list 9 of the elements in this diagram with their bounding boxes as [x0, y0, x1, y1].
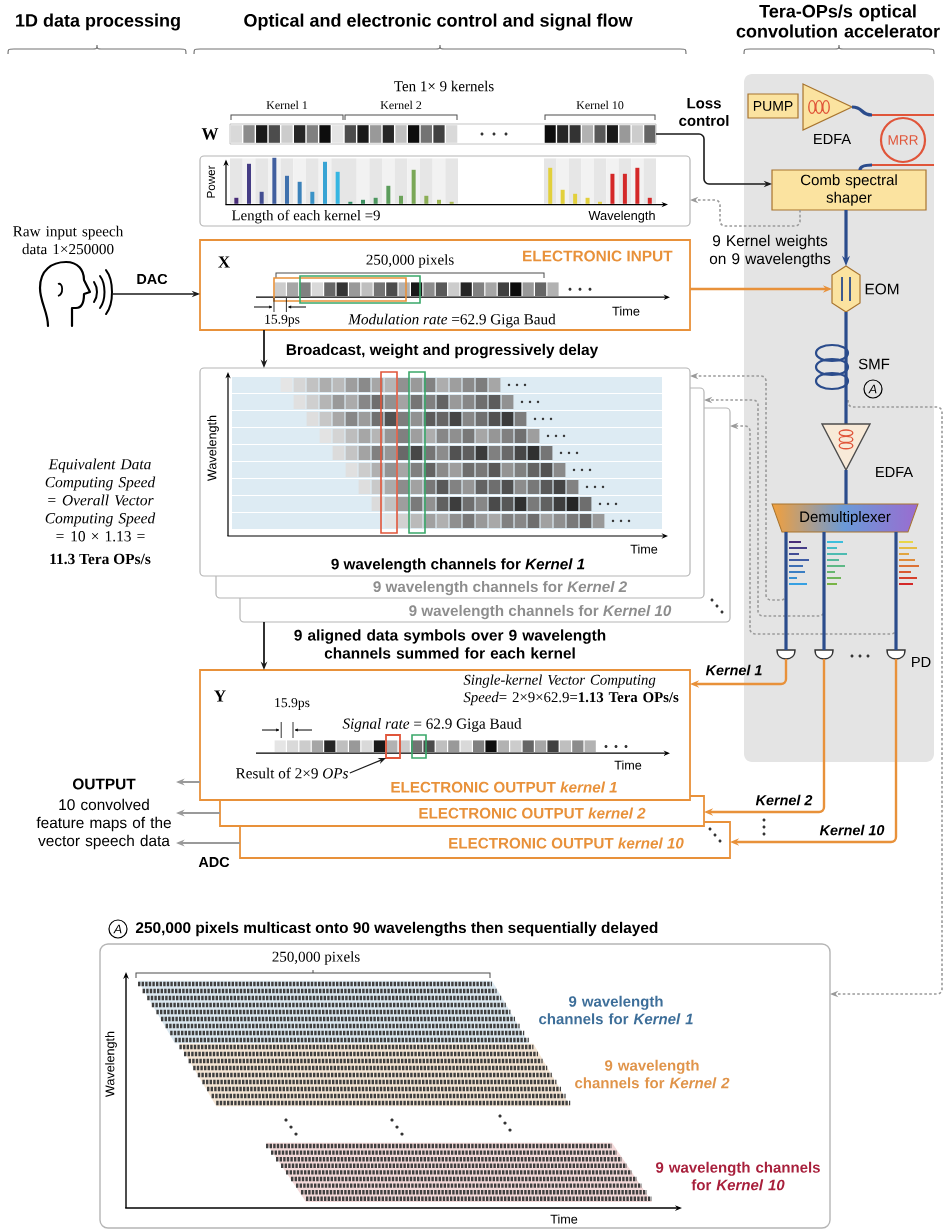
result-marker [385, 734, 401, 759]
column-heading: Tera-OPs/s optical convolution accelerator [736, 4, 940, 38]
panel-letter: X [218, 256, 230, 268]
column-heading: Optical and electronic control and signal flow [244, 13, 633, 31]
photodetector [776, 649, 796, 660]
panel-letter: W [201, 128, 219, 140]
column-heading: 1D data processing [16, 13, 180, 31]
photodetector [814, 649, 834, 660]
panel-letter: Y [214, 690, 226, 702]
